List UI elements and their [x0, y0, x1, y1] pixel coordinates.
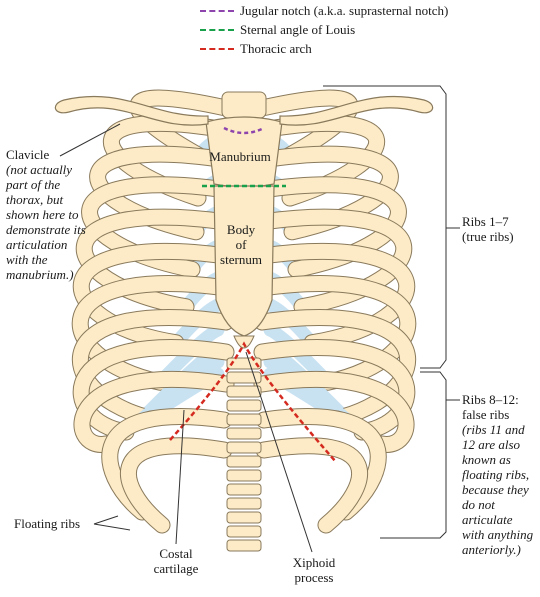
label-line: Ribs 1–7 — [462, 214, 509, 229]
body-of-sternum-label: Body of sternum — [213, 222, 269, 267]
legend-swatch — [200, 48, 234, 50]
jugular-notch-marker — [223, 126, 265, 135]
rib — [73, 340, 234, 440]
label-line: (true ribs) — [462, 229, 514, 244]
label-line: do not — [462, 497, 495, 512]
label-line: Xiphoid — [292, 555, 336, 570]
label-line: (not actually — [6, 162, 73, 177]
vertebra — [226, 469, 262, 482]
vertebra — [226, 483, 262, 496]
label-line: of — [235, 237, 247, 252]
label-line: Ribs 8–12: — [462, 392, 519, 407]
vertebra — [226, 455, 262, 468]
label-line: part of the — [6, 177, 61, 192]
rib — [72, 310, 234, 425]
rib — [256, 438, 367, 533]
label-line: Costal — [159, 546, 193, 561]
clavicle — [54, 95, 209, 126]
costal-cartilage-label: Costal cartilage — [146, 546, 206, 576]
legend-item-jugular-notch: Jugular notch (a.k.a. suprasternal notch… — [200, 3, 448, 19]
label-line: articulation — [6, 237, 68, 252]
clavicle-leader — [59, 123, 121, 157]
rib — [121, 438, 232, 533]
label-line: sternum — [220, 252, 262, 267]
label-line: floating ribs, — [462, 467, 530, 482]
leader-lines — [59, 85, 460, 553]
legend-item-thoracic-arch: Thoracic arch — [200, 41, 312, 57]
vertebra — [226, 539, 262, 552]
vertebra — [226, 427, 262, 440]
xiphoid-process-label: Xiphoid process — [284, 555, 344, 585]
label-line: process — [294, 570, 334, 585]
ribs-false-label: Ribs 8–12: false ribs (ribs 11 and 12 ar… — [462, 392, 533, 557]
costal-cartilage-leader — [175, 409, 185, 545]
label-line: anteriorly.) — [462, 542, 521, 557]
ribs-true-label: Ribs 1–7 (true ribs) — [462, 214, 514, 244]
ribs-false-bracket — [380, 371, 447, 539]
manubrium-label: Manubrium — [209, 149, 271, 164]
sternum — [205, 116, 283, 349]
legend-label: Sternal angle of Louis — [240, 22, 356, 37]
floating-ribs-leader — [93, 515, 131, 531]
legend-label: Thoracic arch — [240, 41, 312, 56]
clavicle-title: Clavicle — [6, 147, 50, 162]
vertebra — [226, 497, 262, 510]
vertebra — [226, 525, 262, 538]
vertebra — [226, 441, 262, 454]
label-line: with the — [6, 252, 48, 267]
label-line: Body — [226, 222, 256, 237]
vertebra — [226, 357, 262, 370]
rib — [73, 244, 234, 351]
landmark-markers — [169, 126, 337, 463]
vertebra — [226, 399, 262, 412]
legend-swatch — [200, 29, 234, 31]
legend-label: Jugular notch (a.k.a. suprasternal notch… — [240, 3, 449, 18]
label-line: known as — [462, 452, 511, 467]
thoracic-arch-marker — [169, 341, 337, 463]
rib — [256, 409, 386, 520]
vertebra — [226, 413, 262, 426]
label-line: (ribs 11 and — [462, 422, 525, 437]
rib — [254, 244, 415, 351]
xiphoid-leader — [245, 351, 313, 553]
label-line: manubrium.) — [6, 267, 74, 282]
rib — [254, 310, 416, 425]
clavicles — [54, 95, 434, 126]
label-line: thorax, but — [6, 192, 64, 207]
vertebra — [221, 91, 267, 119]
vertebral-column — [221, 91, 267, 552]
label-line: because they — [462, 482, 529, 497]
vertebra — [226, 371, 262, 384]
label-line: shown here to — [6, 207, 79, 222]
label-line: with anything — [462, 527, 534, 542]
legend-swatch — [200, 10, 234, 12]
rib — [74, 371, 234, 452]
rib — [254, 340, 415, 440]
label-line: false ribs — [462, 407, 510, 422]
rib — [72, 276, 234, 390]
clavicle-label: Clavicle (not actually part of the thora… — [6, 147, 86, 282]
rib — [254, 371, 414, 452]
label-line: cartilage — [153, 561, 199, 576]
floating-ribs-label: Floating ribs — [14, 516, 81, 531]
label-line: articulate — [462, 512, 513, 527]
legend-item-sternal-angle: Sternal angle of Louis — [200, 22, 355, 38]
vertebra — [226, 511, 262, 524]
clavicle — [279, 95, 434, 126]
rib — [102, 409, 232, 520]
label-line: 12 are also — [462, 437, 521, 452]
ribs-true-bracket — [323, 85, 447, 369]
vertebra — [226, 385, 262, 398]
label-line: demonstrate its — [6, 222, 86, 237]
rib — [254, 276, 416, 390]
